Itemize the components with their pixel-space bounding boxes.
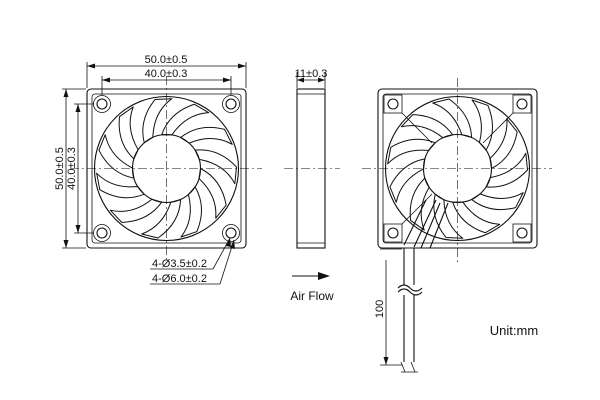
callout-hole-small: 4-Ø3.5±0.2: [152, 258, 207, 270]
fan-blade: [389, 158, 426, 203]
front-blades: [96, 98, 237, 239]
side-dim-thickness: 11±0.3: [295, 68, 328, 88]
hole-inner-tr: [225, 98, 237, 110]
hole-inner-br: [225, 227, 237, 239]
hole-inner-tl: [96, 98, 108, 110]
back-hole-tl: [387, 98, 399, 110]
back-mount-holes: [383, 94, 532, 243]
back-hole-br: [516, 227, 528, 239]
fan-blade: [489, 118, 518, 169]
back-boss-tl: [383, 94, 403, 114]
front-mount-holes: [93, 95, 240, 242]
fan-blade: [98, 134, 135, 179]
front-view: 50.0±0.5 40.0±0.3 50.0±0.5 40.0±0.3: [54, 54, 262, 285]
fan-blade: [180, 127, 233, 145]
back-struts: [401, 112, 514, 249]
back-boss-bl: [383, 223, 403, 243]
side-view: 11±0.3 Air Flow: [284, 68, 340, 303]
back-hole-bl: [387, 227, 399, 239]
back-hole-tr: [516, 98, 528, 110]
fan-blade: [109, 198, 163, 223]
lead-length-dim: 100: [374, 248, 402, 366]
callout-hole-large: 4-Ø6.0±0.2: [152, 273, 207, 285]
airflow-label: Air Flow: [290, 289, 334, 303]
dim-thickness: 11±0.3: [295, 68, 328, 80]
fan-blade: [485, 152, 528, 188]
hole-outer-tl: [93, 95, 111, 113]
fan-blade: [198, 168, 227, 219]
back-boss-tr: [512, 94, 532, 114]
front-dims-top: 50.0±0.5 40.0±0.3: [86, 54, 247, 95]
back-view: 100: [362, 78, 552, 373]
back-boss-br: [512, 223, 532, 243]
fan-blade: [471, 192, 524, 210]
dim-lead-length: 100: [374, 300, 386, 318]
airflow-arrow: [292, 272, 330, 280]
hole-inner-bl: [96, 227, 108, 239]
lead-wires: [397, 248, 423, 373]
fan-blade: [400, 114, 454, 139]
fan-blade: [161, 103, 210, 136]
dim-outer-height: 50.0±0.5: [54, 147, 66, 190]
dim-inner-height: 40.0±0.3: [66, 147, 78, 190]
fan-blade: [194, 149, 237, 185]
back-blades: [387, 98, 528, 239]
fan-blade: [141, 198, 182, 239]
hole-outer-tr: [222, 95, 240, 113]
front-hole-callouts: 4-Ø3.5±0.2 4-Ø6.0±0.2: [150, 237, 235, 285]
unit-label: Unit:mm: [490, 323, 538, 338]
fan-blade: [118, 106, 139, 160]
fan-blade: [180, 186, 202, 238]
hole-outer-br: [222, 224, 240, 242]
fan-blade: [96, 172, 145, 199]
fan-blade: [452, 201, 501, 234]
hole-outer-bl: [93, 224, 111, 242]
fan-blade: [409, 177, 430, 231]
fan-blade: [142, 98, 173, 144]
fan-blade: [432, 98, 473, 139]
dim-inner-width: 40.0±0.3: [145, 68, 188, 80]
fan-blade: [471, 99, 493, 151]
front-dims-left: 50.0±0.5 40.0±0.3: [54, 88, 94, 249]
dim-outer-width: 50.0±0.5: [145, 54, 188, 66]
fan-blade: [387, 138, 436, 165]
